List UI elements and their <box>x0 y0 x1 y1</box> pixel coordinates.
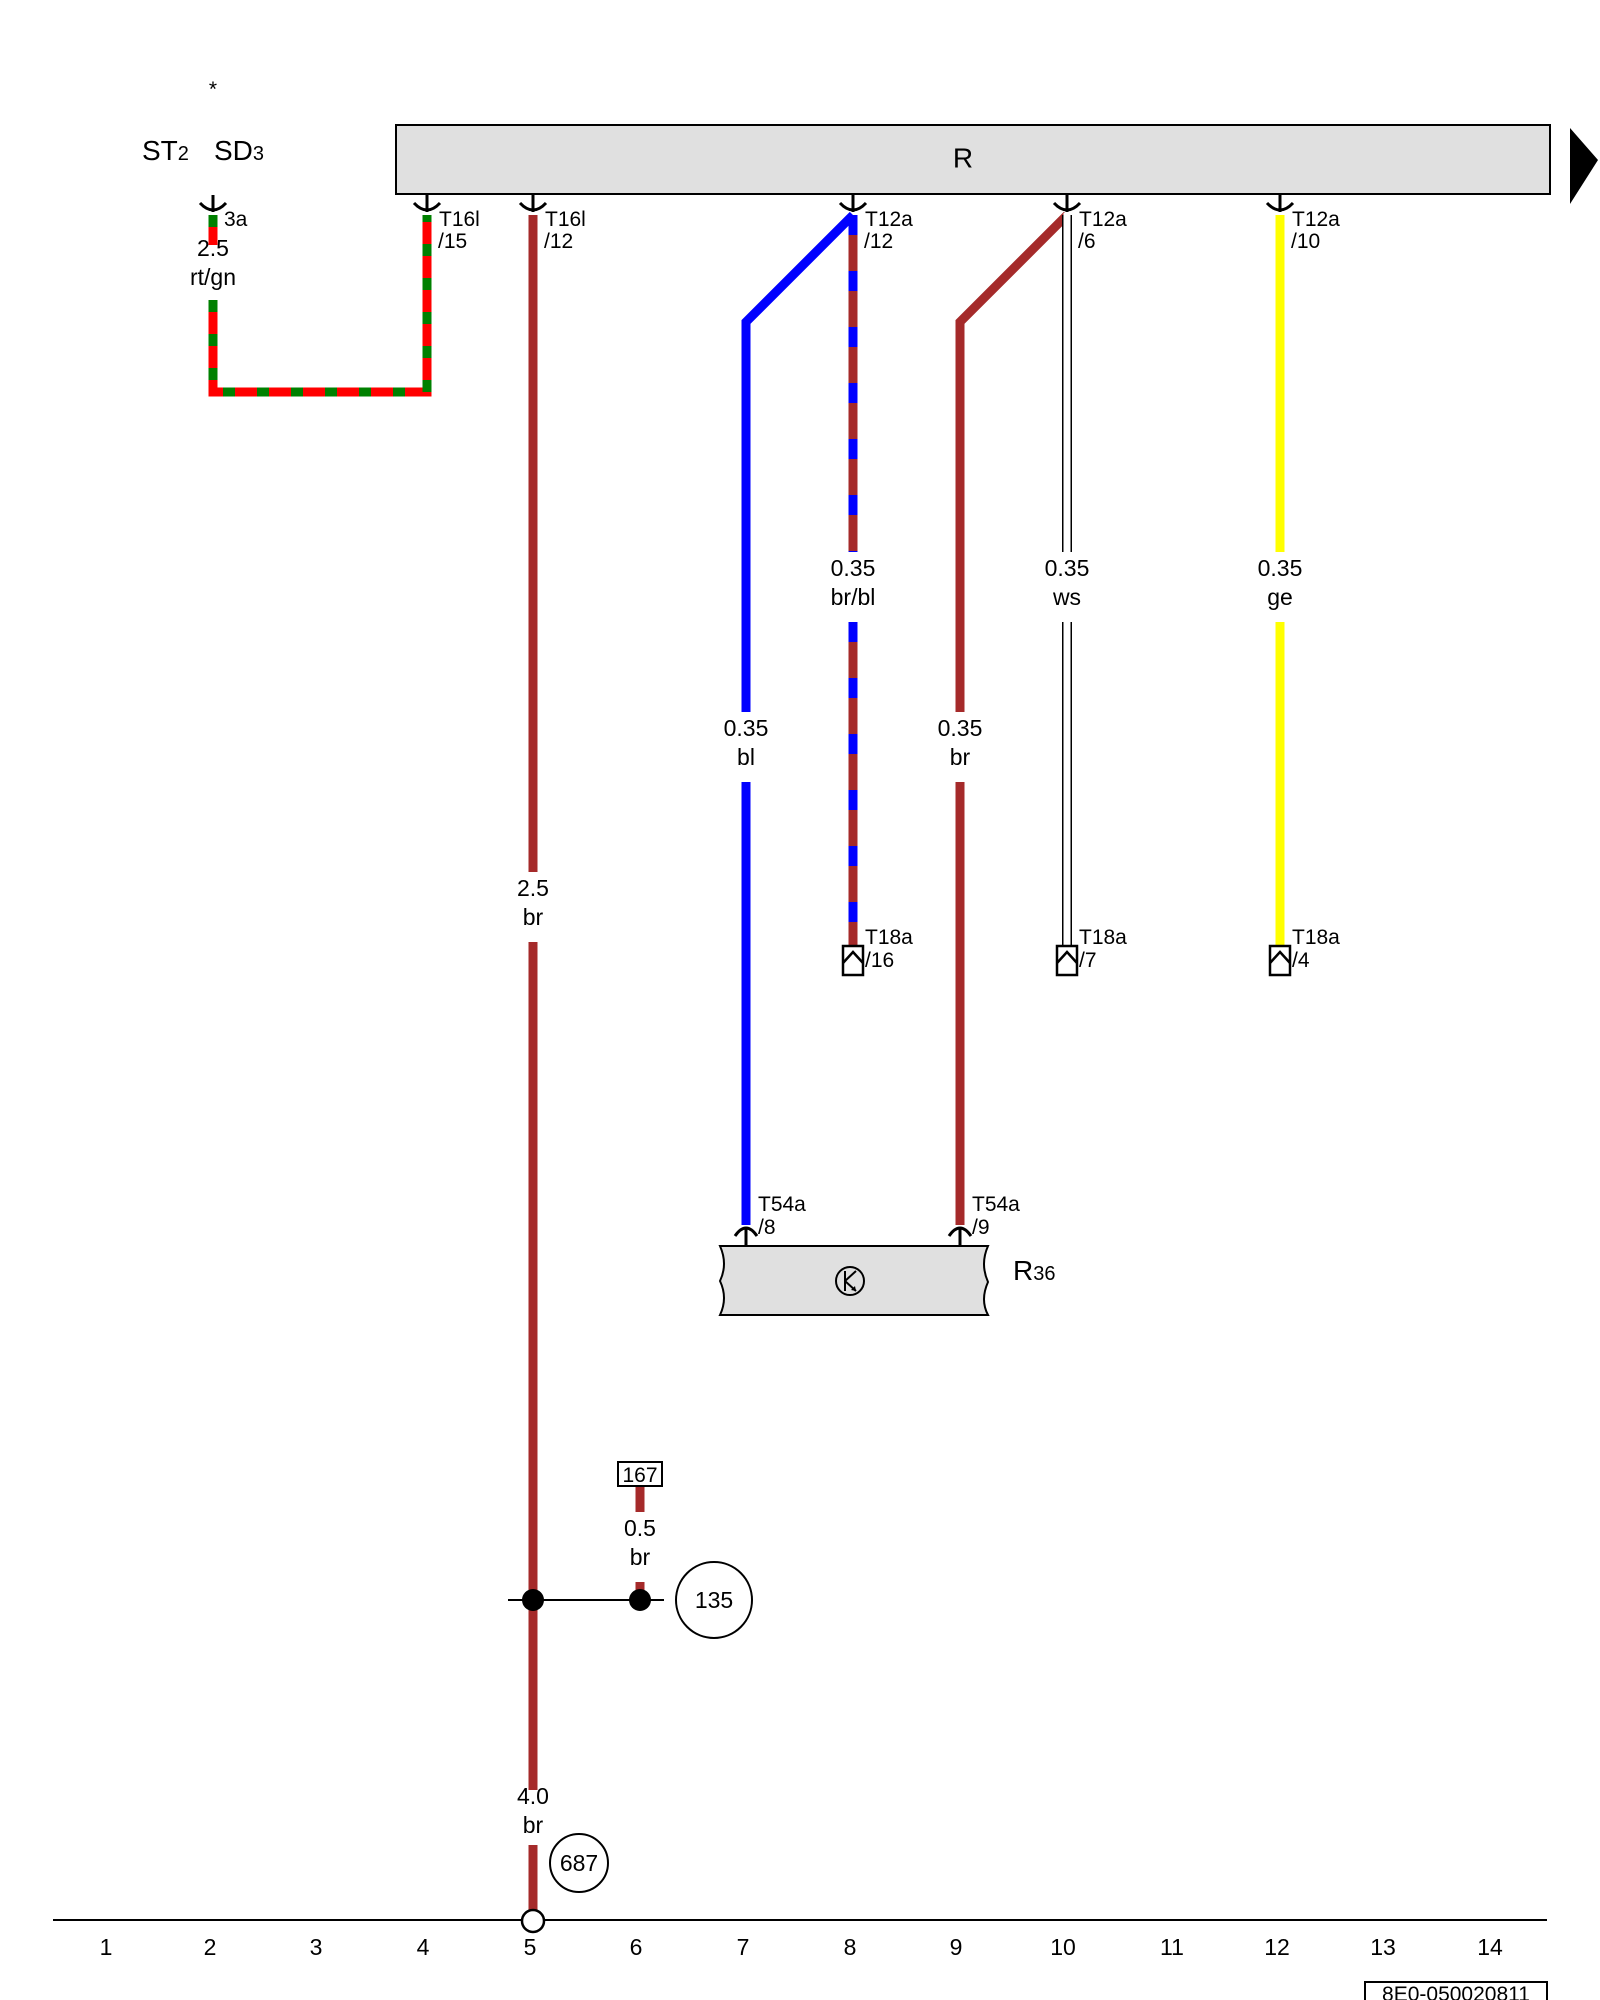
open-connector-icon[interactable] <box>1055 944 1079 977</box>
connector-pin-icon[interactable] <box>518 195 548 212</box>
connector-pin-icon[interactable] <box>838 195 868 212</box>
wire-size-br-main: 2.5 <box>517 875 549 901</box>
connector-label-t12a-12-b: /12 <box>864 230 893 253</box>
connector-label-t18a-7-b: /7 <box>1079 949 1097 972</box>
connector-label-t18a-16-a: T18a <box>865 926 913 949</box>
continuation-arrow-icon[interactable] <box>1570 128 1598 204</box>
connector-pin-icon[interactable] <box>733 1226 759 1245</box>
wire-size-br-ground: 4.0 <box>517 1783 549 1809</box>
connector-label-t18a-16-b: /16 <box>865 949 894 972</box>
grid-number: 7 <box>737 1934 750 1960</box>
connector-label-t12a-6-b: /6 <box>1078 230 1096 253</box>
connector-label-t18a-7-a: T18a <box>1079 926 1127 949</box>
svg-text:135: 135 <box>695 1587 733 1613</box>
wire-color-ws: ws <box>1052 584 1081 610</box>
connector-label-t54a-9-b: /9 <box>972 1216 990 1239</box>
svg-text:167: 167 <box>622 1464 657 1487</box>
grid-number: 5 <box>524 1934 537 1960</box>
connector-label-t12a-10-a: T12a <box>1292 208 1340 231</box>
wire-size-rt-gn: 2.5 <box>197 235 229 261</box>
document-id: 8E0-050020811 <box>1382 1983 1530 2000</box>
wire-color-ge: ge <box>1267 584 1293 610</box>
wire-size-br-branch: 0.5 <box>624 1515 656 1541</box>
sd3-label: SD3 <box>214 135 264 166</box>
grid-number: 9 <box>950 1934 963 1960</box>
connector-label-3a: 3a <box>224 208 248 231</box>
connector-label-t54a-8-b: /8 <box>758 1216 776 1239</box>
component-r36[interactable] <box>718 1245 990 1316</box>
document-id-box: 8E0-050020811 <box>1364 1981 1548 2000</box>
splice-point[interactable] <box>522 1589 544 1611</box>
wire-size-ge: 0.35 <box>1258 555 1303 581</box>
wire-color-bl: bl <box>737 744 755 770</box>
connector-label-t16l-15-a: T16l <box>439 208 480 231</box>
wire-rt-gn[interactable] <box>208 215 432 397</box>
grid-number: 13 <box>1370 1934 1396 1960</box>
wire-size-ws: 0.35 <box>1045 555 1090 581</box>
wire-color-br-main: br <box>523 904 544 930</box>
grid-numbers: 1 2 3 4 5 6 7 8 9 10 11 12 13 14 <box>100 1934 1503 1960</box>
wire-color-br-ground: br <box>523 1812 544 1838</box>
grid-number: 11 <box>1160 1934 1184 1960</box>
grid-number: 12 <box>1264 1934 1290 1960</box>
wire-bl[interactable] <box>741 211 857 1225</box>
asterisk-marker: * <box>209 78 217 101</box>
wire-size-br-bl: 0.35 <box>831 555 876 581</box>
reference-circle-135[interactable]: 135 <box>675 1561 753 1639</box>
wire-color-br-bl: br/bl <box>831 584 876 610</box>
connector-label-t18a-4-a: T18a <box>1292 926 1340 949</box>
connector-label-t16l-15-b: /15 <box>438 230 467 253</box>
connector-label-t16l-12-b: /12 <box>544 230 573 253</box>
grid-number: 8 <box>844 1934 857 1960</box>
grid-number: 3 <box>310 1934 323 1960</box>
wire-br-9[interactable] <box>955 211 1071 1225</box>
grid-number: 2 <box>204 1934 217 1960</box>
ground-point[interactable] <box>520 1908 546 1934</box>
reference-circle-687[interactable]: 687 <box>549 1833 609 1893</box>
open-connector-icon[interactable] <box>841 944 865 977</box>
svg-text:687: 687 <box>560 1850 598 1876</box>
component-r-label: R <box>953 142 973 173</box>
grid-number: 4 <box>417 1934 430 1960</box>
open-connector-icon[interactable] <box>1268 944 1292 977</box>
connector-label-t54a-8-a: T54a <box>758 1193 806 1216</box>
connector-pin-icon[interactable] <box>198 195 228 212</box>
grid-number: 10 <box>1050 1934 1076 1960</box>
component-r36-label: R36 <box>1013 1255 1055 1286</box>
connector-label-t18a-4-b: /4 <box>1292 949 1310 972</box>
connector-pin-icon[interactable] <box>1265 195 1295 212</box>
connector-pin-icon[interactable] <box>947 1226 973 1245</box>
wire-size-br-9: 0.35 <box>938 715 983 741</box>
grid-number: 1 <box>100 1934 113 1960</box>
radio-tuner-icon <box>835 1266 865 1296</box>
component-r[interactable]: R <box>395 124 1551 195</box>
splice-point[interactable] <box>629 1589 651 1611</box>
connector-label-t12a-10-b: /10 <box>1291 230 1320 253</box>
wire-color-br-9: br <box>950 744 971 770</box>
connector-label-t12a-6-a: T12a <box>1079 208 1127 231</box>
connector-pin-icon[interactable] <box>412 195 442 212</box>
wire-size-bl: 0.35 <box>724 715 769 741</box>
grid-number: 6 <box>630 1934 643 1960</box>
connector-label-t12a-12-a: T12a <box>865 208 913 231</box>
connector-label-t16l-12-a: T16l <box>545 208 586 231</box>
wire-color-rt-gn: rt/gn <box>190 264 236 290</box>
connector-label-t54a-9-a: T54a <box>972 1193 1020 1216</box>
grid-number: 14 <box>1477 1934 1503 1960</box>
wire-color-br-branch: br <box>630 1544 651 1570</box>
st2-label: ST2 <box>142 135 189 166</box>
connector-pin-icon[interactable] <box>1052 195 1082 212</box>
reference-box-167[interactable]: 167 <box>617 1461 663 1487</box>
